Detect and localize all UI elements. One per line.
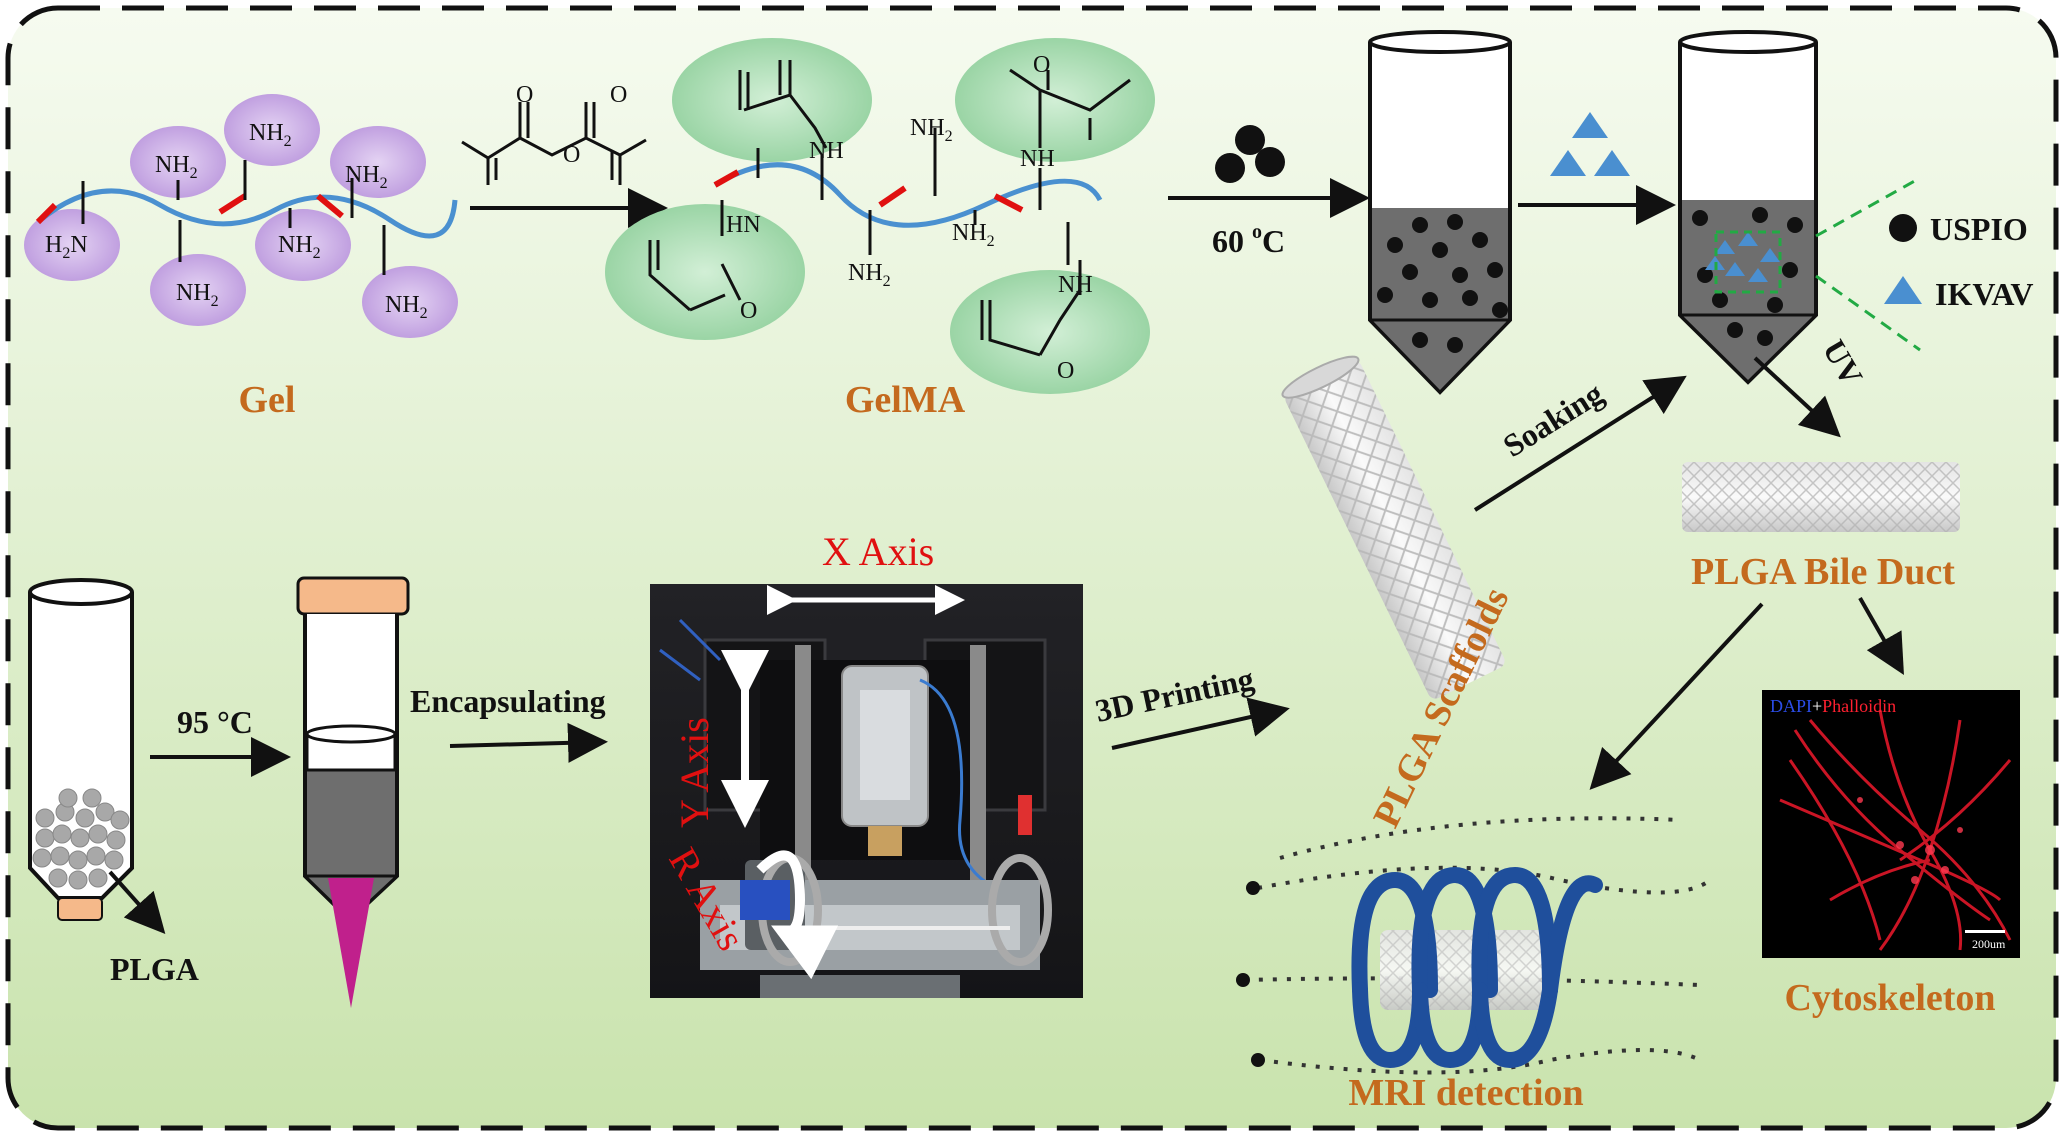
uspio-particles (1215, 125, 1285, 183)
ikvav-peptides (1550, 112, 1630, 176)
gelma-o-1: O (1033, 52, 1050, 78)
plga-syringe-tube (296, 576, 410, 1008)
scale-bar-label: 200um (1972, 937, 2006, 951)
plga-pellet-tube (28, 578, 134, 921)
dapi-label: DAPI+Phalloidin (1770, 696, 1896, 716)
uspio-legend-dot (1889, 214, 1917, 242)
cytoskeleton-label: Cytoskeleton (1784, 977, 1995, 1019)
ikvav-legend-triangle (1884, 276, 1922, 304)
arrow-to-mri (1589, 602, 1764, 790)
bile-duct-label: PLGA Bile Duct (1691, 551, 1955, 593)
tube-gelma-uspio-ikvav (1678, 30, 1921, 385)
uspio-legend-label: USPIO (1930, 211, 2028, 247)
x-axis-label: X Axis (822, 529, 934, 574)
gel-h2n: H2N (45, 232, 88, 262)
anhydride-o-2: O (610, 82, 627, 108)
gelma-hn: HN (726, 212, 761, 238)
dashed-frame (5, 5, 2059, 1131)
r-axis-arrow (756, 850, 839, 980)
gelma-nh2-1: NH2 (910, 115, 953, 145)
plga-bile-duct (1682, 462, 1960, 532)
gel-label: Gel (239, 379, 296, 421)
anhydride-o-1: O (516, 82, 533, 108)
methacrylic-anhydride (461, 102, 647, 185)
gel-molecule: NH2 NH2 NH2 H2N NH2 NH2 NH2 (24, 94, 458, 338)
gelma-o-3: O (1057, 358, 1074, 384)
gelma-o-2: O (740, 298, 757, 324)
soaking-arrow (1473, 375, 1687, 512)
gelma-nh2-2: NH2 (952, 220, 995, 250)
arrow-to-cytoskeleton (1858, 597, 1904, 675)
gel-nh2-1: NH2 (155, 152, 198, 182)
plga-scaffolds (1281, 355, 1505, 699)
temp-95c-label: 95 °C (177, 704, 253, 740)
encapsulating-label: Encapsulating (410, 683, 606, 719)
gelma-label: GelMA (845, 379, 966, 421)
anhydride-o-bridge: O (563, 142, 580, 168)
gelma-nh-2: NH (1020, 146, 1055, 172)
ikvav-legend-label: IKVAV (1935, 276, 2033, 312)
plga-label: PLGA (110, 951, 199, 987)
gel-nh2-5: NH2 (278, 232, 321, 262)
temp-60c-label: 60 oC (1212, 221, 1285, 259)
gelma-nh-3: NH (1058, 272, 1093, 298)
gel-nh2-2: NH2 (249, 120, 292, 150)
mri-label: MRI detection (1348, 1072, 1583, 1114)
uv-arrow (1753, 356, 1841, 438)
gel-nh2-4: NH2 (176, 280, 219, 310)
y-axis-label: Y Axis (672, 717, 717, 828)
tube-gelma-uspio (1368, 30, 1512, 395)
cytoskeleton-image (1762, 690, 2020, 958)
printing-arrow (1111, 697, 1290, 750)
plga-arrow (108, 870, 166, 934)
gelma-nh-1: NH (809, 138, 844, 164)
encapsulating-arrow (449, 722, 608, 763)
gelma-molecule: NH NH NH HN O O O NH2 NH2 NH2 (605, 38, 1155, 394)
mri-detection-graphic (1236, 816, 1712, 1075)
gel-nh2-6: NH2 (385, 292, 428, 322)
gel-nh2-3: NH2 (345, 162, 388, 192)
gelma-nh2-3: NH2 (848, 260, 891, 290)
